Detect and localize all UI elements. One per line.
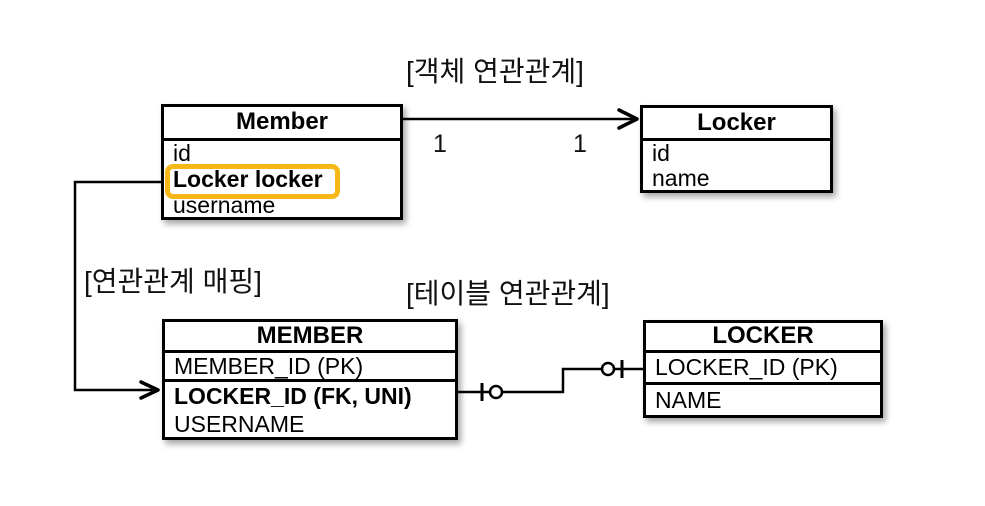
locker-class-title: Locker (643, 108, 830, 141)
multiplicity-target: 1 (573, 130, 587, 158)
mapping-label: [연관관계 매핑] (84, 266, 262, 297)
table-relation-title: [테이블 연관관계] (406, 278, 610, 309)
locker-field-name: name (652, 164, 710, 191)
locker-column-name: NAME (655, 386, 722, 413)
arrowhead-right-icon (139, 380, 160, 400)
member-class-box: Member id Locker locker username (161, 104, 403, 220)
multiplicity-source: 1 (433, 130, 447, 158)
member-field-id: id (173, 139, 191, 166)
zero-circle-icon (600, 361, 616, 377)
member-column-username: USERNAME (174, 410, 305, 437)
object-relation-title: [객체 연관관계] (406, 56, 584, 87)
zero-circle-icon (488, 384, 504, 400)
locker-table-box: LOCKER LOCKER_ID (PK) NAME (643, 320, 883, 418)
table-relationship-connector (458, 360, 643, 401)
locker-table-title: LOCKER (646, 323, 880, 353)
member-table-box: MEMBER MEMBER_ID (PK) LOCKER_ID (FK, UNI… (162, 319, 458, 440)
locker-field-id: id (652, 140, 670, 166)
member-field-username: username (173, 191, 276, 218)
member-table-title: MEMBER (165, 322, 455, 353)
locker-column-pk: LOCKER_ID (PK) (646, 353, 880, 385)
member-column-pk: MEMBER_ID (PK) (165, 353, 455, 382)
arrowhead-right-icon (617, 108, 639, 130)
object-association-arrow (403, 108, 639, 130)
member-class-title: Member (164, 107, 400, 141)
member-column-fk: LOCKER_ID (FK, UNI) (174, 383, 412, 409)
member-field-locker: Locker locker (173, 165, 323, 192)
locker-class-box: Locker id name (640, 105, 833, 193)
